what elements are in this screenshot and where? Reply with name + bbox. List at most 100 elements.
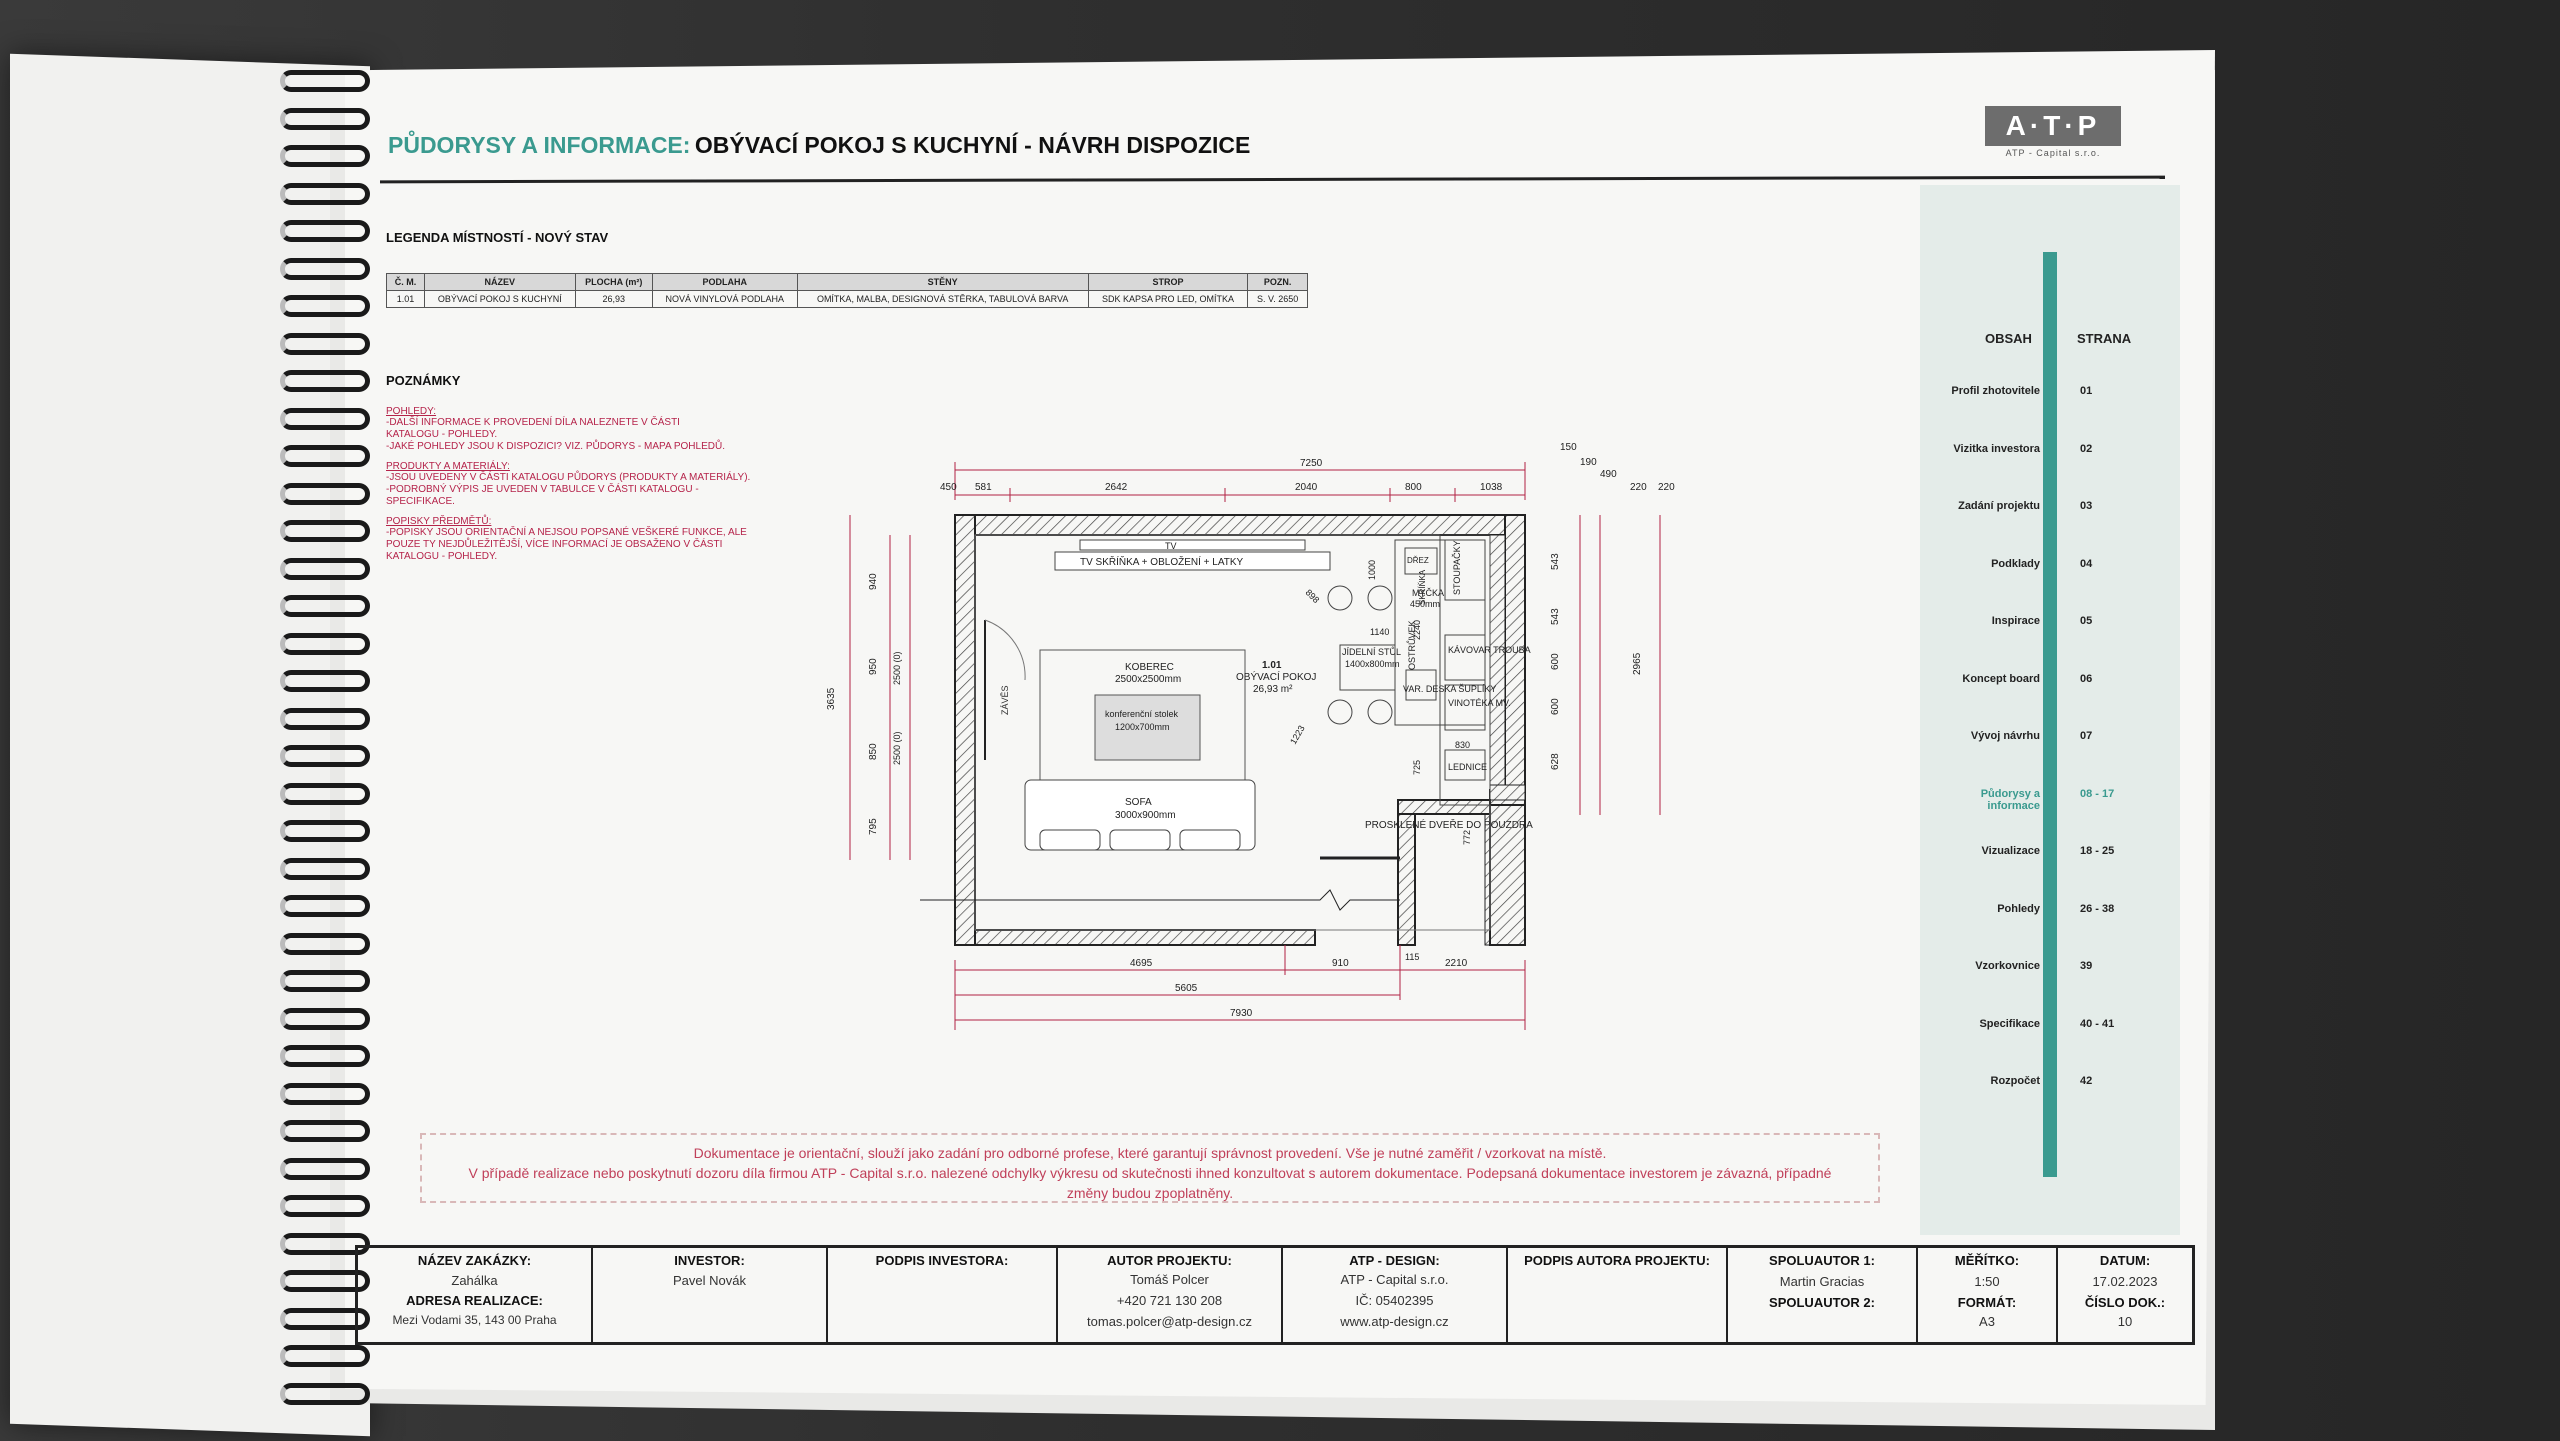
- dim: 190: [1580, 457, 1597, 468]
- spiral-ring: [280, 670, 370, 692]
- tb-label: NÁZEV ZAKÁZKY:: [417, 1253, 532, 1268]
- notes-title: PRODUKTY A MATERIÁLY:: [386, 461, 510, 472]
- dim: 490: [1600, 469, 1617, 480]
- notes-line: KATALOGU - POHLEDY.: [386, 551, 498, 562]
- tb-label: INVESTOR:: [674, 1253, 745, 1268]
- spiral-ring: [280, 1195, 370, 1217]
- toc-item-page: 01: [2080, 385, 2093, 397]
- tv-unit-label: TV SKŘÍŇKA + OBLOŽENÍ + LATKY: [1080, 555, 1244, 568]
- tb-value: IČ: 05402395: [1355, 1293, 1434, 1308]
- toc-item-page: 06: [2080, 672, 2093, 685]
- sofa-label: SOFA: [1125, 797, 1152, 808]
- toc-item-name: Zadání projektu: [1958, 500, 2040, 512]
- drawers-label: VAR. DESKA ŠUPLÍKY: [1403, 684, 1496, 694]
- notes-line: -JSOU UVEDENY V ČÁSTI KATALOGU PŮDORYS (…: [386, 472, 751, 483]
- title-block: NÁZEV ZAKÁZKY: Zahálka ADRESA REALIZACE:…: [355, 1245, 2195, 1345]
- legend-row: 1.01 OBÝVACÍ POKOJ S KUCHYNÍ 26,93 NOVÁ …: [386, 290, 1308, 308]
- spiral-ring: [280, 107, 370, 130]
- spiral-ring: [280, 182, 370, 205]
- legend-header-row: Č. M. NÁZEV PLOCHA (m²) PODLAHA STĚNY ST…: [386, 273, 1308, 291]
- toc-item-page: 40 - 41: [2080, 1017, 2115, 1030]
- tb-coauthors: SPOLUAUTOR 1: Martin Gracias SPOLUAUTOR …: [1728, 1248, 1918, 1342]
- spiral-ring: [280, 1082, 370, 1105]
- carpet-size: 2500x2500mm: [1115, 674, 1181, 685]
- tb-label: FORMÁT:: [1957, 1295, 2017, 1310]
- tb-value: 17.02.2023: [2092, 1274, 2158, 1289]
- toc-col-page: STRANA: [2077, 331, 2132, 346]
- dim-right: 543: [1550, 553, 1561, 570]
- notes-line: -PODROBNÝ VÝPIS JE UVEDEN V TABULCE V ČÁ…: [386, 484, 699, 495]
- dim-left-b: 2500 (0): [892, 651, 902, 685]
- tb-label: MĚŘÍTKO:: [1954, 1253, 2020, 1268]
- room-name: OBÝVACÍ POKOJ: [1236, 670, 1316, 683]
- tb-label: AUTOR PROJEKTU:: [1107, 1253, 1232, 1268]
- tb-label: ATP - DESIGN:: [1349, 1253, 1440, 1268]
- spiral-ring: [280, 820, 370, 842]
- table-label: konferenční stolek: [1105, 709, 1179, 719]
- tb-value: Mezi Vodami 35, 143 00 Praha: [392, 1313, 557, 1327]
- tv-label: TV: [1165, 541, 1177, 551]
- spiral-ring: [280, 145, 370, 167]
- disclaimer-line: V případě realizace nebo poskytnutí dozo…: [468, 1165, 1832, 1181]
- toc-item-name: Vizitka investora: [1953, 442, 2040, 455]
- legend-heading: LEGENDA MÍSTNOSTÍ - NOVÝ STAV: [386, 230, 609, 245]
- toc-item-page: 03: [2080, 500, 2093, 512]
- legend-col: NÁZEV: [423, 273, 576, 291]
- dim-inner: 772: [1462, 830, 1472, 845]
- sofa-size: 3000x900mm: [1115, 810, 1176, 821]
- dim-left-b: 2500 (0): [892, 731, 902, 765]
- spiral-ring: [280, 1157, 370, 1180]
- fridge-label: LEDNICE: [1448, 762, 1487, 772]
- toc-item-page: 42: [2080, 1075, 2093, 1087]
- toc-item-page: 18 - 25: [2080, 845, 2115, 857]
- tb-value: 1:50: [1974, 1274, 2000, 1289]
- atp-logo: A·T·P: [1985, 106, 2121, 146]
- dishwasher-size: 450mm: [1410, 599, 1440, 609]
- spiral-ring: [280, 295, 370, 317]
- tb-value: www.atp-design.cz: [1340, 1314, 1449, 1329]
- tb-value: 10: [2117, 1314, 2133, 1329]
- tb-scale: MĚŘÍTKO: 1:50 FORMÁT: A3: [1918, 1248, 2058, 1342]
- dim-right: 543: [1550, 608, 1561, 625]
- spiral-ring: [280, 445, 370, 467]
- dim: 800: [1405, 482, 1422, 493]
- dim-bottom: 910: [1332, 958, 1349, 969]
- toc-item-page: 07: [2080, 730, 2093, 742]
- dim-left: 950: [868, 658, 879, 675]
- dining-label: JÍDELNÍ STŮL: [1342, 646, 1401, 657]
- dim-top: 7250: [1300, 458, 1323, 469]
- legend-col: STROP: [1087, 273, 1249, 291]
- dim-left-total: 3635: [826, 687, 837, 710]
- dim-left: 850: [868, 743, 879, 760]
- spiral-ring: [280, 1382, 370, 1405]
- dim: 2040: [1295, 482, 1318, 493]
- pantry-label: STOUPAČKY: [1452, 540, 1462, 595]
- toc-item-page: 26 - 38: [2080, 902, 2115, 915]
- door-glass-label: PROSKLENÉ DVEŘE DO POUZDRA: [1365, 818, 1533, 831]
- disclaimer-line: Dokumentace je orientační, slouží jako z…: [693, 1145, 1607, 1161]
- legend-cell: 26,93: [574, 290, 653, 308]
- spiral-ring: [280, 557, 370, 580]
- spiral-ring: [280, 370, 370, 392]
- legend-table: Č. M. NÁZEV PLOCHA (m²) PODLAHA STĚNY ST…: [386, 273, 1308, 308]
- spiral-ring: [280, 970, 370, 992]
- carpet-label: KOBEREC: [1125, 662, 1174, 673]
- toc-item-page: 08 - 17: [2080, 787, 2115, 800]
- toc-item-page: 04: [2080, 557, 2093, 570]
- toc-item-name: Rozpočet: [1990, 1075, 2041, 1087]
- toc-col-contents: OBSAH: [1985, 331, 2032, 346]
- dim-right: 600: [1550, 653, 1561, 670]
- dim-830: 830: [1455, 740, 1470, 750]
- spiral-ring: [280, 1007, 370, 1030]
- spiral-ring: [280, 332, 370, 355]
- tb-zakazka: NÁZEV ZAKÁZKY: Zahálka ADRESA REALIZACE:…: [358, 1248, 593, 1342]
- spiral-ring: [280, 70, 370, 92]
- dim-left: 940: [868, 573, 879, 590]
- notes-title: POPISKY PŘEDMĚTŮ:: [386, 516, 492, 527]
